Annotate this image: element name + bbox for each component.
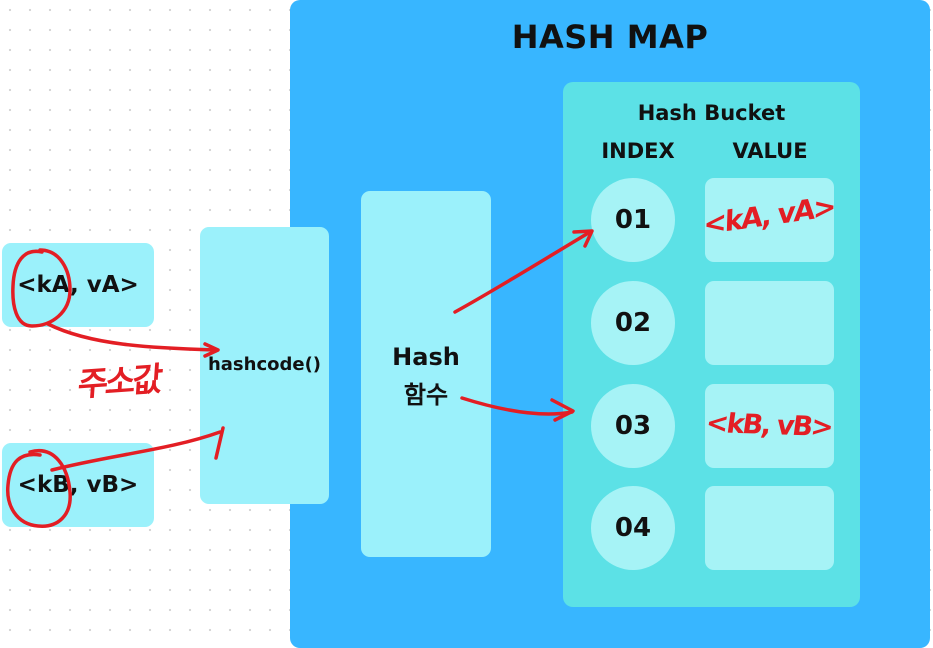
bucket-value-cell-01 (705, 178, 834, 262)
hash-function-label-line1: Hash (392, 343, 460, 371)
bucket-index-01: 01 (591, 178, 675, 262)
bucket-index-04: 04 (591, 486, 675, 570)
hash-map-title: HASH MAP (511, 18, 709, 56)
bucket-value-03: <kB, vB> (703, 407, 834, 444)
handwritten-note-address: 주소값 (76, 359, 162, 405)
hash-bucket-title: Hash Bucket (637, 101, 786, 125)
bucket-value-cell-04 (705, 486, 834, 570)
value-column-header: VALUE (732, 139, 808, 163)
bucket-index-02: 02 (591, 281, 675, 365)
bucket-value-cell-03 (705, 384, 834, 468)
bucket-index-03: 03 (591, 384, 675, 468)
hashcode-label: hashcode() (207, 354, 322, 375)
hash-function-label: Hash 함수 (361, 338, 491, 414)
bucket-value-cell-02 (705, 281, 834, 365)
entry-ka-va: <kA, vA> (2, 243, 154, 327)
arrow-ka-to-hashcode (46, 322, 217, 352)
index-column-header: INDEX (601, 139, 675, 163)
hash-function-label-line2: 함수 (403, 381, 449, 409)
entry-kb-vb: <kB, vB> (2, 443, 154, 527)
